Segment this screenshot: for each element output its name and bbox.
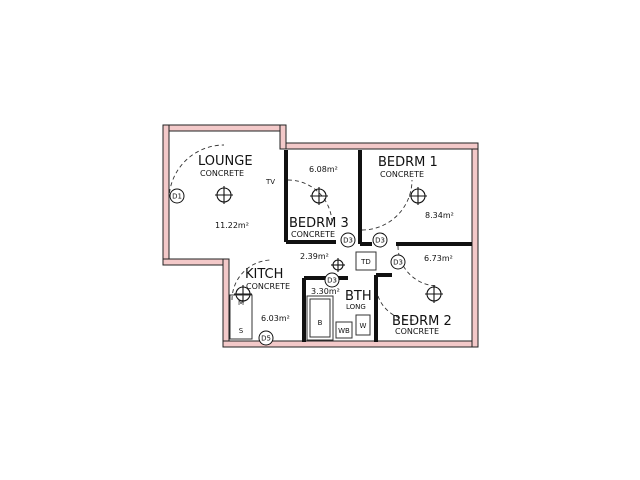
door-tags: D1 D3 D3 D3 D3 D5: [169, 188, 406, 346]
bedrm3-light-icon: [310, 187, 328, 205]
kitchen-unit: [229, 294, 253, 340]
fixtures: B WB W M S TD TV: [229, 178, 377, 341]
passage-light-icon: [331, 258, 345, 272]
svg-text:D3: D3: [327, 277, 337, 285]
bedrm3-finish: CONCRETE: [291, 230, 335, 239]
room-kitch: KITCH CONCRETE 6.03m²: [245, 267, 290, 323]
kitch-area: 6.03m²: [261, 314, 290, 323]
bedrm2-light-icon: [425, 285, 443, 303]
td-box: [355, 251, 377, 271]
svg-text:D3: D3: [343, 237, 353, 245]
toilet: [355, 314, 371, 336]
svg-text:D1: D1: [172, 193, 182, 201]
wash-basin: [335, 321, 353, 339]
td-label: TD: [360, 258, 371, 266]
svg-text:D3: D3: [375, 237, 385, 245]
stove-label: M: [238, 299, 244, 307]
room-bedrm1: BEDRM 1 CONCRETE 8.34m²: [378, 155, 454, 220]
bedrm1-light-icon: [409, 187, 427, 205]
bth-name: BTH: [345, 289, 372, 304]
lounge-light-icon: [215, 186, 233, 204]
lounge-name: LOUNGE: [198, 154, 253, 169]
door-tag-kitch: D5: [258, 330, 274, 346]
bathtub: [306, 295, 334, 341]
room-bth: 3.30m² BTH LONG: [311, 287, 372, 311]
svg-text:D3: D3: [393, 259, 403, 267]
passage: 2.39m²: [300, 252, 329, 261]
door-tag-bedrm3: D3: [340, 232, 356, 248]
room-lounge: LOUNGE CONCRETE 11.22m²: [198, 154, 253, 230]
bedrm1-finish: CONCRETE: [380, 170, 424, 179]
room-bedrm2: 6.73m² BEDRM 2 CONCRETE: [392, 254, 453, 336]
bedrm2-finish: CONCRETE: [395, 327, 439, 336]
lounge-finish: CONCRETE: [200, 169, 244, 178]
light-fittings: [215, 186, 443, 303]
door-tag-bth: D3: [324, 272, 340, 288]
toilet-label: W: [360, 322, 367, 330]
tv-label: TV: [265, 178, 275, 186]
door-tag-bedrm1: D3: [372, 232, 388, 248]
door-swings: [168, 144, 439, 321]
bedrm2-area: 6.73m²: [424, 254, 453, 263]
bedrm2-name: BEDRM 2: [392, 314, 452, 329]
kitch-light-icon: [234, 285, 252, 303]
bedrm1-area: 8.34m²: [425, 211, 454, 220]
room-bedrm3: 6.08m² BEDRM 3 CONCRETE: [289, 165, 349, 239]
bth-area: 3.30m²: [311, 287, 340, 296]
bedrm1-name: BEDRM 1: [378, 155, 438, 170]
door-tag-bedrm2: D3: [390, 254, 406, 270]
sink-label: S: [239, 327, 244, 335]
bth-finish: LONG: [346, 303, 366, 311]
outer-walls: [162, 124, 479, 348]
bedrm3-area: 6.08m²: [309, 165, 338, 174]
lounge-area: 11.22m²: [215, 221, 249, 230]
kitch-finish: CONCRETE: [246, 282, 290, 291]
bathtub-label: B: [318, 319, 323, 327]
kitch-name: KITCH: [245, 267, 283, 282]
door-tag-lounge: D1: [169, 188, 185, 204]
passage-area: 2.39m²: [300, 252, 329, 261]
bedrm3-name: BEDRM 3: [289, 216, 349, 231]
wash-basin-label: WB: [338, 327, 350, 335]
svg-text:D5: D5: [261, 335, 271, 343]
